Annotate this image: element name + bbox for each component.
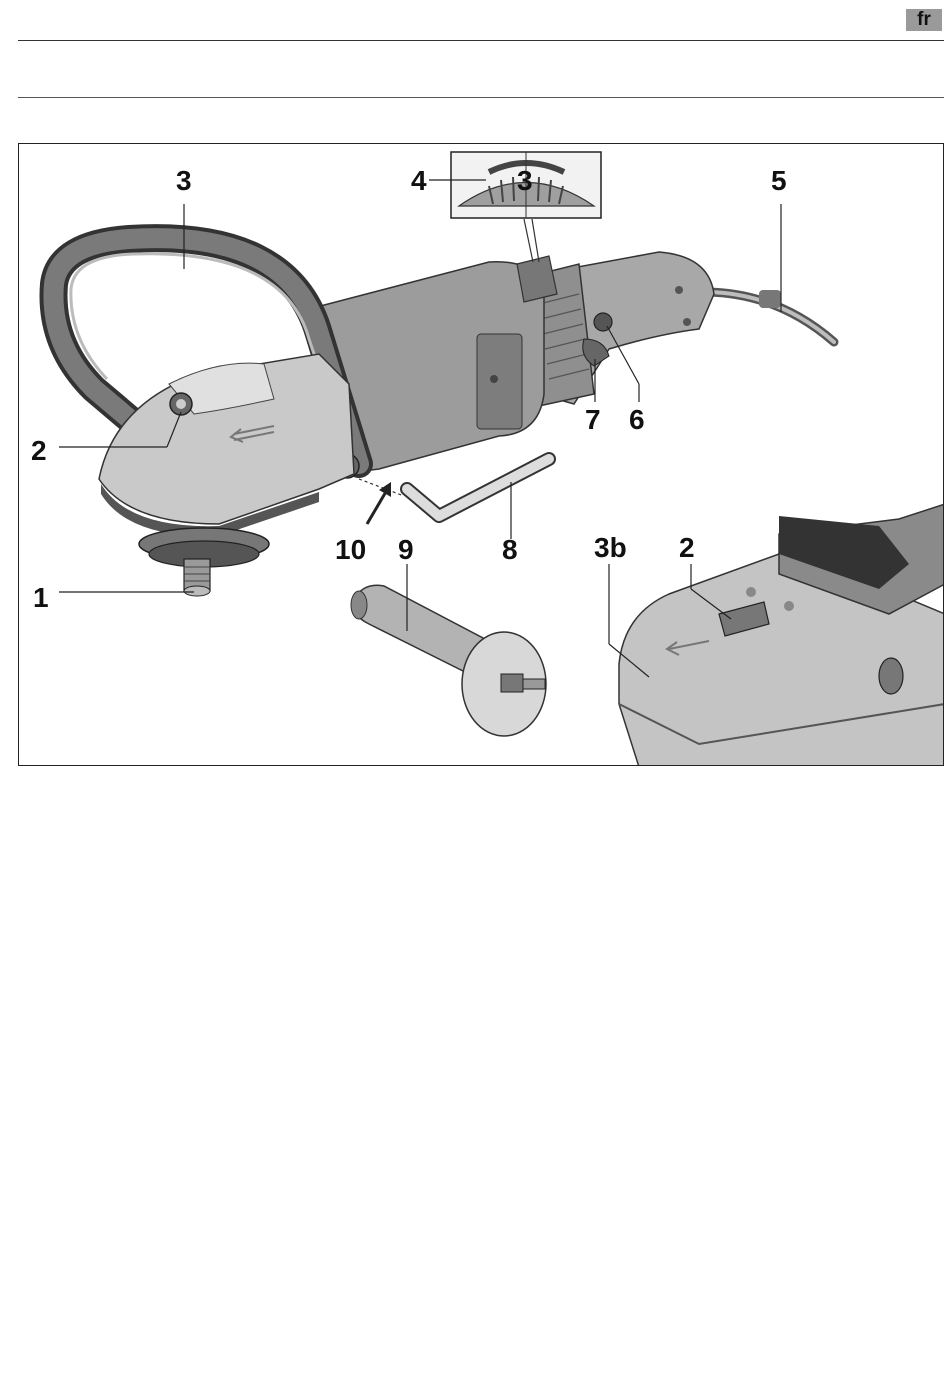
header-rule-top xyxy=(18,40,944,41)
housing-plate xyxy=(477,334,522,429)
callout-4: 4 xyxy=(411,167,427,195)
callout-2: 2 xyxy=(31,437,47,465)
callout-10-arrow xyxy=(367,490,387,524)
callout-3-dial: 3 xyxy=(517,167,533,195)
callout-8: 8 xyxy=(502,536,518,564)
cable-strain-relief xyxy=(759,290,781,308)
callout-9: 9 xyxy=(398,536,414,564)
callout-3b: 3b xyxy=(594,534,627,562)
product-figure: 3 4 3 5 2 7 6 10 9 8 3b 2 1 xyxy=(18,143,944,766)
language-tag: fr xyxy=(906,9,942,31)
callout-1: 1 xyxy=(33,584,49,612)
lock-button xyxy=(594,313,612,331)
callout-6: 6 xyxy=(629,406,645,434)
callout-7: 7 xyxy=(585,406,601,434)
header-rule-bottom xyxy=(18,97,944,98)
detail-screw xyxy=(879,658,903,694)
callout-2-detail: 2 xyxy=(679,534,695,562)
callout-10: 10 xyxy=(335,536,366,564)
callout-5: 5 xyxy=(771,167,787,195)
polisher-illustration xyxy=(19,144,944,766)
speed-dial xyxy=(517,256,557,302)
callout-3: 3 xyxy=(176,167,192,195)
